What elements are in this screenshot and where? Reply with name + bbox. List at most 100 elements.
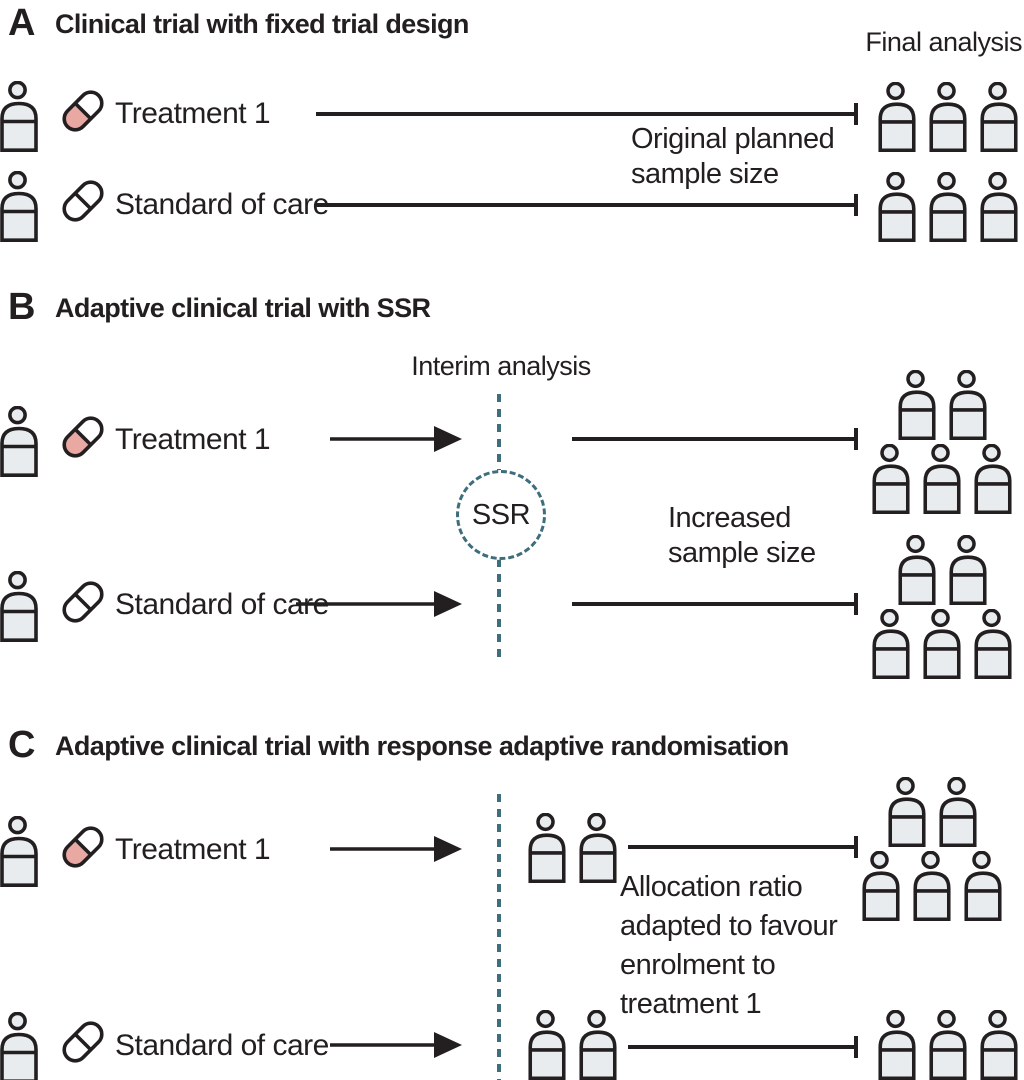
interim-dashed-line — [497, 794, 501, 1080]
final-group-standard — [872, 535, 1012, 679]
annotation-increased-sample-size: Increased sample size — [668, 501, 816, 571]
person-icon — [579, 1010, 617, 1080]
person-icon — [0, 816, 38, 887]
person-icon — [872, 609, 910, 679]
person-row — [897, 370, 987, 440]
person-icon — [980, 82, 1018, 152]
arrow-right-icon — [330, 836, 462, 862]
subject-person — [0, 1012, 38, 1080]
person-row — [862, 851, 1002, 921]
final-group-treatment — [878, 82, 1018, 152]
pill-treatment-icon — [62, 416, 104, 458]
annotation-line: treatment 1 — [620, 988, 762, 1020]
interim-analysis-label: Interim analysis — [411, 351, 591, 381]
arrow-right-icon — [296, 591, 462, 617]
timeline-end-tick — [628, 1036, 858, 1056]
arm-label-standard: Standard of care — [115, 1029, 329, 1062]
person-row — [878, 1010, 1018, 1080]
person-icon — [929, 82, 967, 152]
person-icon — [872, 444, 910, 514]
arm-label-treatment: Treatment 1 — [115, 833, 271, 866]
person-icon — [897, 535, 936, 605]
person-icon — [929, 172, 967, 242]
arm-label-treatment: Treatment 1 — [115, 423, 271, 456]
annotation-line: Increased — [668, 502, 791, 534]
subject-person — [0, 81, 38, 152]
person-icon — [948, 370, 987, 440]
annotation-line: sample size — [668, 537, 816, 569]
person-icon — [579, 813, 617, 883]
person-icon — [948, 535, 987, 605]
arm-label-treatment: Treatment 1 — [115, 97, 271, 130]
final-analysis-header: Final analysis — [865, 27, 1022, 57]
person-icon — [528, 1010, 566, 1080]
annotation-allocation-ratio: Allocation ratio adapted to favour enrol… — [620, 868, 838, 1024]
arrow-right-icon — [330, 426, 462, 452]
timeline-end-tick — [572, 593, 858, 613]
annotation-line: enrolment to — [620, 949, 776, 981]
final-group-treatment — [872, 370, 1012, 514]
panel-c-letter: C — [8, 724, 35, 766]
person-row — [872, 444, 1012, 514]
annotation-line: Original planned — [631, 123, 835, 155]
panel-a-letter: A — [8, 2, 35, 44]
pill-treatment-icon — [62, 90, 104, 132]
person-row — [528, 1010, 617, 1080]
person-icon — [0, 171, 38, 242]
ssr-dashed-circle: SSR — [456, 470, 546, 560]
person-icon — [923, 609, 961, 679]
person-icon — [980, 1010, 1018, 1080]
person-row — [897, 535, 987, 605]
person-icon — [913, 851, 951, 921]
annotation-line: adapted to favour — [620, 910, 838, 942]
person-row — [872, 609, 1012, 679]
pill-standard-icon — [62, 1021, 104, 1063]
person-row — [528, 813, 617, 883]
panel-b-title: Adaptive clinical trial with SSR — [55, 293, 431, 323]
person-icon — [878, 172, 916, 242]
arrow-right-icon — [330, 1032, 462, 1058]
person-icon — [0, 81, 38, 152]
timeline-end-tick — [572, 428, 858, 448]
panel-c-title: Adaptive clinical trial with response ad… — [55, 731, 789, 761]
person-icon — [0, 406, 38, 477]
pill-standard-icon — [62, 581, 104, 623]
arm-label-standard: Standard of care — [115, 188, 329, 221]
person-icon — [862, 851, 900, 921]
person-icon — [878, 82, 916, 152]
ssr-label: SSR — [471, 498, 531, 531]
person-row — [887, 777, 977, 847]
timeline-end-tick — [316, 194, 858, 214]
person-icon — [964, 851, 1002, 921]
person-icon — [897, 370, 936, 440]
person-icon — [974, 609, 1012, 679]
interim-group-standard — [528, 1010, 617, 1080]
annotation-original-sample-size: Original planned sample size — [631, 122, 835, 192]
person-icon — [0, 571, 38, 642]
person-icon — [878, 1010, 916, 1080]
person-icon — [923, 444, 961, 514]
person-icon — [929, 1010, 967, 1080]
person-row — [878, 82, 1018, 152]
pill-treatment-icon — [62, 826, 104, 868]
panel-b-letter: B — [8, 286, 35, 328]
annotation-line: Allocation ratio — [620, 871, 803, 903]
person-icon — [0, 1012, 38, 1080]
person-icon — [528, 813, 566, 883]
arm-label-standard: Standard of care — [115, 588, 329, 621]
person-row — [878, 172, 1018, 242]
final-group-standard — [878, 1010, 1018, 1080]
person-icon — [938, 777, 977, 847]
pill-standard-icon — [62, 180, 104, 222]
subject-person — [0, 171, 38, 242]
final-group-standard — [878, 172, 1018, 242]
timeline-end-tick — [628, 836, 858, 856]
subject-person — [0, 571, 38, 642]
subject-person — [0, 406, 38, 477]
panel-a-title: Clinical trial with fixed trial design — [55, 9, 469, 39]
final-group-treatment — [862, 777, 1002, 921]
